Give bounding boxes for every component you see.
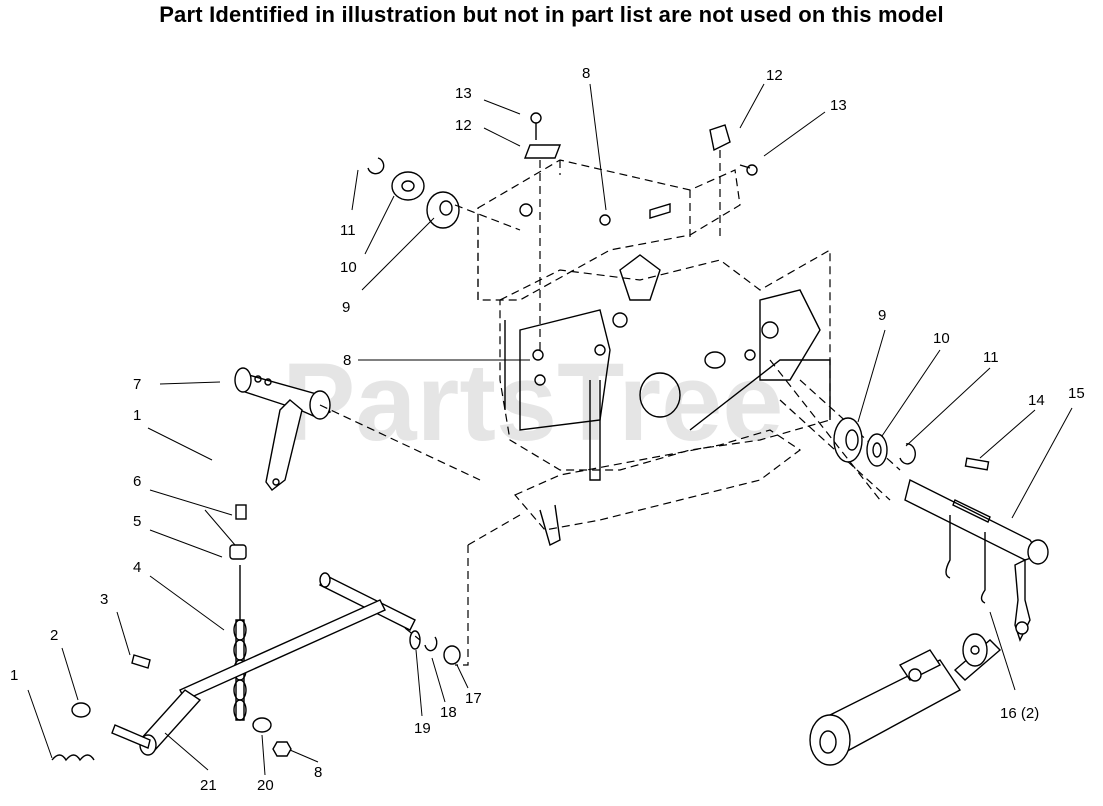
callout-14: 14	[1028, 392, 1045, 409]
callout-10b: 10	[933, 330, 950, 347]
left-bushings	[367, 157, 460, 229]
callout-12b: 12	[766, 67, 783, 84]
callout-7: 7	[133, 376, 141, 393]
upper-bracket	[477, 159, 741, 301]
callout-3: 3	[100, 591, 108, 608]
callout-16: 16 (2)	[1000, 705, 1039, 722]
callout-15: 15	[1068, 385, 1085, 402]
callout-labels: 13 12 8 12 13 11 10 9 8 7 1 6 5 4 3 2 1 …	[10, 65, 1085, 794]
callout-8c: 8	[314, 764, 322, 781]
diagram-note: Part Identified in illustration but not …	[159, 2, 944, 27]
lift-arm	[234, 367, 331, 491]
callout-5: 5	[133, 513, 141, 530]
guide-lines	[319, 150, 881, 666]
callout-19: 19	[414, 720, 431, 737]
callout-13a: 13	[455, 85, 472, 102]
watermark-text: PartsTree	[282, 341, 783, 464]
callout-21: 21	[200, 777, 217, 794]
front-lift-bar	[51, 572, 461, 762]
callout-4: 4	[133, 559, 141, 576]
right-bushings	[833, 417, 916, 467]
callout-17: 17	[465, 690, 482, 707]
callout-10a: 10	[340, 259, 357, 276]
callout-11b: 11	[983, 349, 999, 366]
lower-plate	[514, 380, 802, 547]
callout-2: 2	[50, 627, 58, 644]
callout-9a: 9	[342, 299, 350, 316]
lift-cylinder	[809, 633, 1002, 766]
chain-assembly	[229, 504, 247, 721]
main-frame	[499, 248, 831, 471]
callout-18: 18	[440, 704, 457, 721]
callout-13b: 13	[830, 97, 847, 114]
top-clips	[523, 112, 758, 361]
callout-9b: 9	[878, 307, 886, 324]
rear-shaft-assembly	[779, 379, 1049, 642]
callout-8a: 8	[582, 65, 590, 82]
callout-1b: 1	[10, 667, 18, 684]
callout-20: 20	[257, 777, 274, 794]
callout-12a: 12	[455, 117, 472, 134]
callout-11a: 11	[340, 222, 356, 239]
callout-8b: 8	[343, 352, 351, 369]
leader-lines	[27, 83, 1073, 776]
callout-6: 6	[133, 473, 141, 490]
callout-1a: 1	[133, 407, 141, 424]
